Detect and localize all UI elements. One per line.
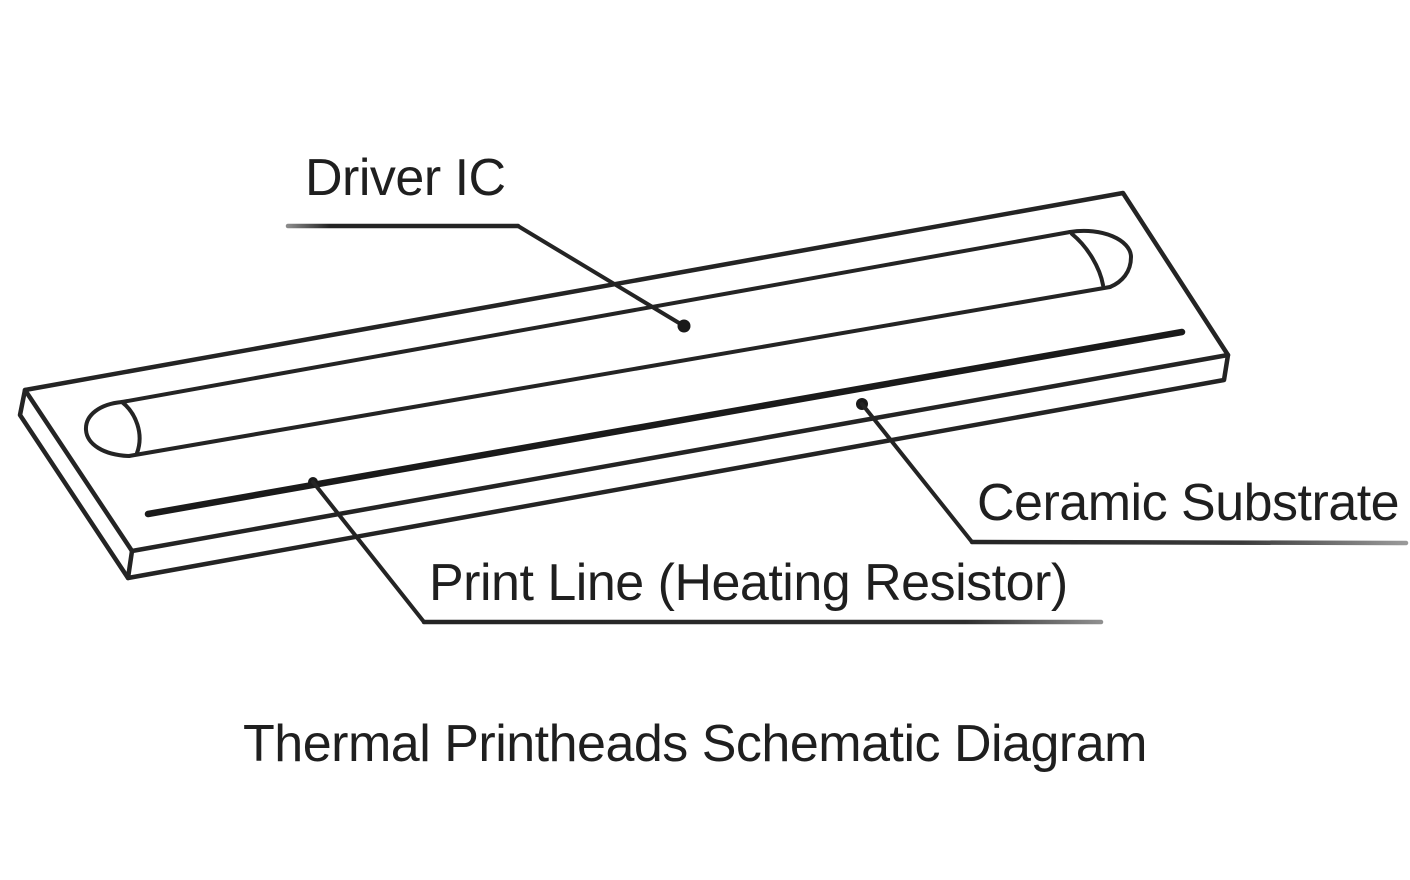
diagram-title: Thermal Printheads Schematic Diagram (243, 715, 1147, 773)
print-line-stroke (144, 328, 1186, 518)
groove-left-end-inner-arc (120, 400, 142, 455)
print-line-label: Print Line (Heating Resistor) (429, 554, 1068, 612)
ceramic-substrate-label: Ceramic Substrate (977, 474, 1400, 532)
driver-ic-leader-line (516, 224, 686, 328)
groove-right-end-inner-arc (1070, 232, 1105, 287)
print-line-leader-line (311, 480, 426, 624)
ceramic-substrate-leader-line (860, 402, 974, 544)
ceramic-substrate-underline (969, 539, 1409, 546)
groove-bottom-rim (127, 285, 1112, 458)
groove-top-rim (120, 230, 1072, 404)
groove-left-end-outer-arc (84, 400, 131, 458)
substrate-front-top-edge (129, 352, 1231, 554)
substrate-left-end-top-edge (22, 387, 135, 554)
driver-ic-pointer-dot (677, 319, 691, 333)
substrate-front-left-corner-edge (125, 548, 135, 581)
groove-right-end-outer-arc (1068, 229, 1133, 289)
driver-ic-label: Driver IC (305, 149, 506, 207)
